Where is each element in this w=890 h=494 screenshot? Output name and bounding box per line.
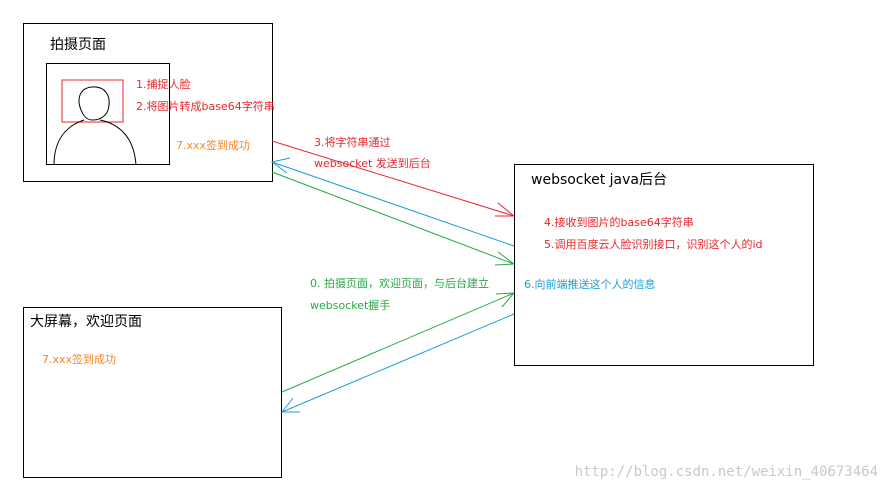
camera-view-box bbox=[46, 63, 170, 165]
step3-label-line2: websocket 发送到后台 bbox=[314, 157, 431, 170]
capture-page-box bbox=[23, 23, 273, 182]
screen-success-text: 7.xxx签到成功 bbox=[42, 353, 117, 366]
capture-step-1: 1.捕捉人脸 bbox=[136, 78, 191, 91]
step0-label-line2: websocket握手 bbox=[310, 299, 391, 312]
capture-page-title: 拍摄页面 bbox=[50, 37, 106, 53]
screen-page-title: 大屏幕，欢迎页面 bbox=[30, 314, 142, 330]
shoulders-outline bbox=[53, 119, 137, 166]
arrow-step3-red bbox=[271, 140, 516, 217]
step6-label: 6.向前端推送这个人的信息 bbox=[524, 278, 656, 291]
step0-label-line1: 0. 拍摄页面，欢迎页面，与后台建立 bbox=[310, 277, 489, 290]
backend-box bbox=[514, 164, 814, 366]
backend-step-4: 4.接收到图片的base64字符串 bbox=[544, 216, 694, 229]
arrow-step0-green-from-screen bbox=[281, 292, 516, 393]
arrow-step6-cyan-to-capture bbox=[270, 157, 515, 247]
capture-success-text: 7.xxx签到成功 bbox=[176, 139, 251, 152]
arrow-step0-green-from-capture bbox=[271, 171, 516, 266]
head-outline bbox=[78, 86, 110, 121]
backend-step-5: 5.调用百度云人脸识别接口，识别这个人的id bbox=[544, 238, 763, 251]
step3-label-line1: 3.将字符串通过 bbox=[314, 136, 391, 149]
capture-step-2: 2.将图片转成base64字符串 bbox=[136, 100, 275, 113]
watermark-text: http://blog.csdn.net/weixin_40673464 bbox=[574, 464, 878, 480]
screen-page-box bbox=[23, 307, 282, 478]
face-detect-rect bbox=[61, 79, 124, 123]
backend-title: websocket java后台 bbox=[531, 172, 668, 188]
arrow-step6-cyan-to-screen bbox=[280, 313, 515, 413]
